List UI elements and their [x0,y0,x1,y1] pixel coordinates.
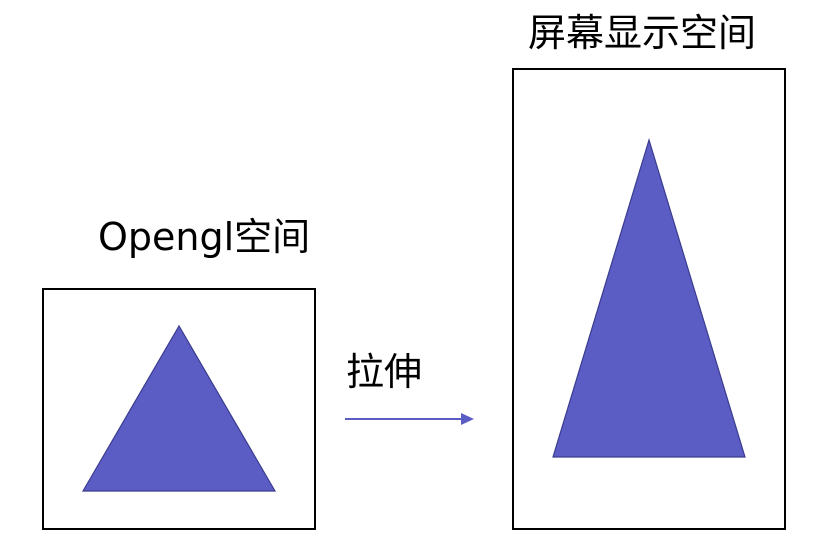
stretch-label: 拉伸 [346,350,423,394]
stretch-arrow-head [461,413,474,425]
screen-space-frame [512,68,786,530]
opengl-space-frame [42,288,316,530]
screen-space-title: 屏幕显示空间 [528,11,757,55]
opengl-space-title: Opengl空间 [98,215,311,259]
